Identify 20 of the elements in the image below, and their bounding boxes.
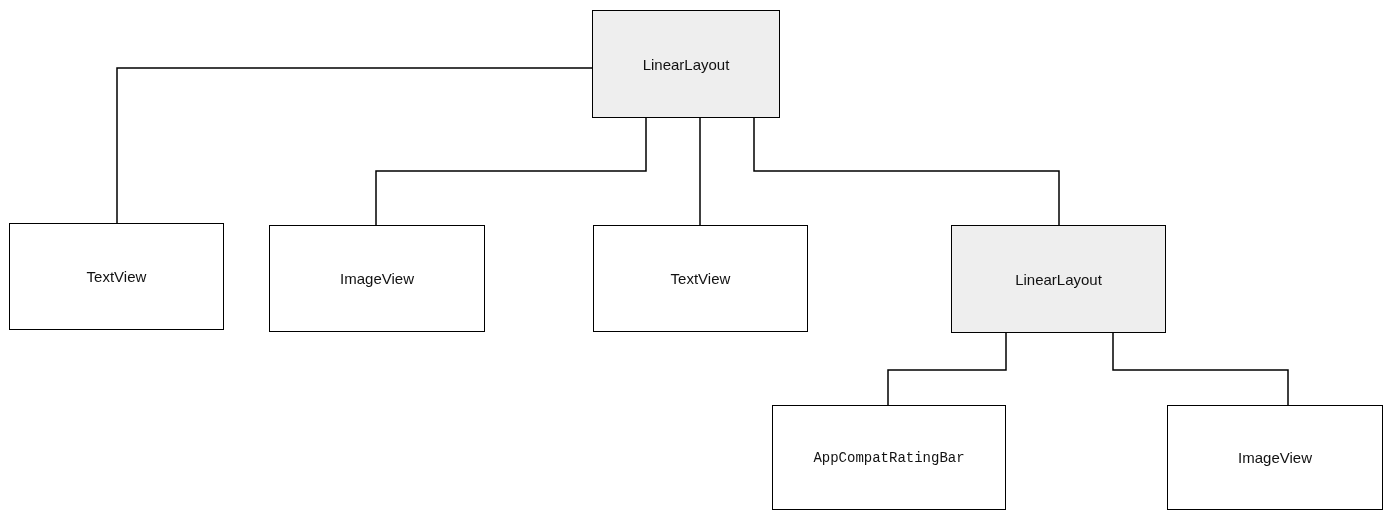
- node-label: ImageView: [340, 270, 414, 287]
- connector-line: [1112, 332, 1289, 406]
- view-box: [772, 405, 1006, 510]
- connector-line: [699, 117, 701, 226]
- connector-line: [753, 117, 1060, 226]
- container-box: [592, 10, 780, 118]
- view-box: [593, 225, 808, 332]
- node-label: TextView: [670, 270, 731, 287]
- node-label: LinearLayout: [1015, 270, 1102, 288]
- view-box: [1167, 405, 1383, 510]
- connector-line: [375, 117, 647, 226]
- connector-line: [116, 67, 593, 224]
- container-box: [951, 225, 1166, 333]
- view-box: [9, 223, 224, 330]
- view-box: [269, 225, 485, 332]
- node-label: LinearLayout: [642, 55, 730, 73]
- node-label: AppCompatRatingBar: [813, 449, 965, 466]
- node-label: ImageView: [1238, 449, 1312, 466]
- node-label: TextView: [86, 268, 147, 285]
- connector-line: [887, 332, 1007, 406]
